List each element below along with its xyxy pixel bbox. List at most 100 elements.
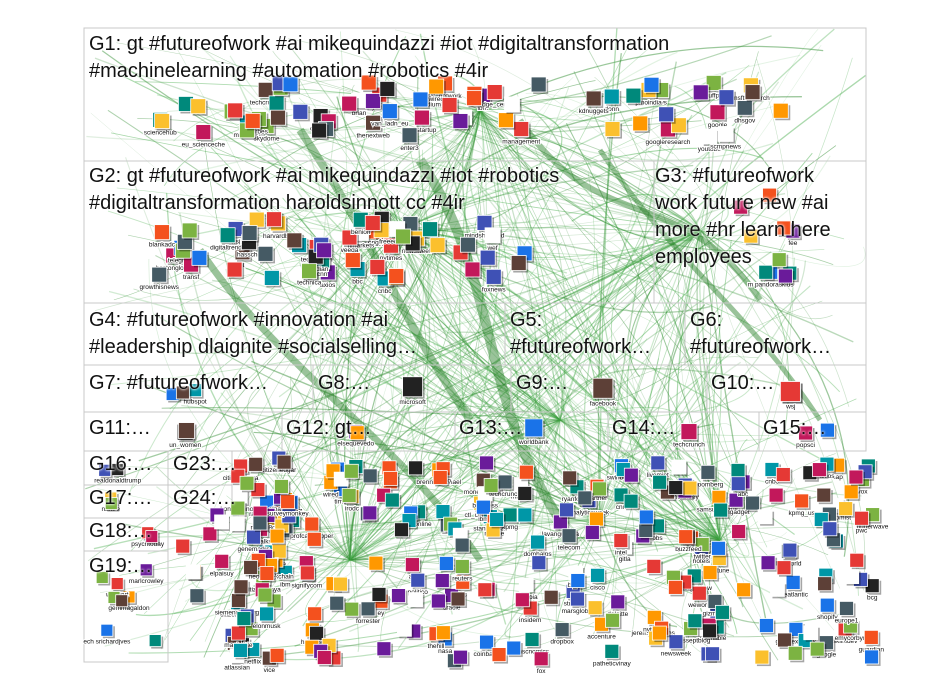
- node-avatar: [823, 522, 837, 536]
- node-label: elpaisuy: [210, 570, 235, 577]
- node: [845, 570, 861, 586]
- node: [442, 98, 459, 115]
- node: [342, 488, 358, 504]
- node-avatar: [307, 532, 321, 546]
- node: [605, 122, 622, 139]
- node-avatar: [312, 123, 327, 138]
- node: [778, 269, 794, 285]
- node-avatar: [498, 113, 513, 128]
- node-avatar: [639, 510, 653, 524]
- node-avatar: [773, 103, 788, 118]
- node: [370, 259, 387, 276]
- node-avatar: [384, 471, 398, 485]
- node-avatar: [732, 525, 746, 539]
- node: [365, 215, 382, 232]
- node-avatar: [515, 593, 529, 607]
- node-avatar: [786, 575, 800, 589]
- node-label: popsci: [796, 442, 815, 449]
- node-label: transf: [183, 274, 199, 281]
- group-label-g13: G13:…: [459, 415, 522, 442]
- node-avatar: [396, 229, 411, 244]
- node-avatar: [344, 464, 358, 478]
- node-avatar: [703, 566, 717, 580]
- node-avatar: [293, 104, 308, 119]
- node-avatar: [370, 259, 385, 274]
- node-avatar: [260, 566, 274, 580]
- node-label: un_women: [169, 442, 201, 449]
- node-avatar: [795, 494, 809, 508]
- node-label: forrester: [356, 618, 381, 625]
- node: [242, 226, 259, 243]
- node-avatar: [476, 500, 490, 514]
- node: [277, 455, 293, 471]
- node-avatar: [305, 517, 319, 531]
- node: [453, 114, 470, 131]
- node: [652, 626, 668, 642]
- group-label-g17: G17:…: [89, 485, 152, 512]
- node-avatar: [525, 632, 539, 646]
- node: [672, 460, 688, 476]
- node: [345, 253, 362, 270]
- node-avatar: [519, 578, 533, 592]
- node-avatar: [776, 468, 790, 482]
- node: [478, 583, 494, 599]
- node: [436, 626, 452, 642]
- node-avatar: [737, 583, 751, 597]
- node-label: bbc: [352, 279, 363, 286]
- node: [413, 92, 430, 109]
- node-avatar: [679, 530, 693, 544]
- node: [624, 494, 640, 510]
- node-avatar: [431, 594, 445, 608]
- node-label: microsoft: [399, 399, 426, 406]
- node: pwc: [855, 511, 871, 534]
- node-avatar: [342, 96, 357, 111]
- node: [844, 485, 860, 501]
- node: [264, 270, 281, 287]
- group-label-g14: G14:…: [612, 415, 675, 442]
- node: [560, 503, 576, 519]
- node-avatar: [849, 470, 863, 484]
- node-avatar: [363, 506, 377, 520]
- node: [715, 605, 731, 621]
- node-label: europe1: [835, 617, 859, 624]
- node-label: telecom: [558, 545, 581, 552]
- node: [253, 516, 269, 532]
- node-avatar: [703, 624, 717, 638]
- node-label: elonmusk: [253, 623, 282, 630]
- node-avatar: [770, 582, 784, 596]
- node: [287, 233, 304, 250]
- node-avatar: [731, 477, 745, 491]
- node-label: kpmg_us: [788, 510, 815, 517]
- node-avatar: [586, 91, 601, 106]
- node: [480, 250, 497, 267]
- node-avatar: [460, 237, 475, 252]
- node-avatar: [179, 423, 195, 439]
- node: [240, 476, 256, 492]
- node-label: pwc: [856, 527, 868, 534]
- node-avatar: [230, 517, 244, 531]
- node-avatar: [865, 650, 879, 664]
- node-avatar: [242, 226, 257, 241]
- node-avatar: [492, 648, 506, 662]
- node-label: wework: [687, 602, 711, 609]
- node-avatar: [844, 485, 858, 499]
- node-avatar: [101, 624, 113, 636]
- node-label: newsweek: [661, 651, 692, 658]
- group-label-g8: G8:…: [318, 370, 370, 397]
- node: [385, 493, 401, 509]
- node-label: blankadc: [149, 242, 176, 249]
- group-label-g16: G16:…: [89, 451, 152, 478]
- node: [270, 648, 286, 664]
- node-label: skydome: [254, 136, 280, 143]
- node-label: van_ladn_eu: [371, 121, 409, 128]
- node-label: ech srichardjves: [83, 638, 131, 645]
- node: [258, 588, 274, 604]
- node-avatar: [818, 577, 832, 591]
- node-label: twitter: [694, 554, 712, 561]
- node: reuters: [452, 560, 473, 583]
- node-label: signifycom: [291, 583, 322, 590]
- node-avatar: [669, 481, 683, 495]
- node: [435, 574, 451, 590]
- node-avatar: [810, 642, 824, 656]
- node: dropbox: [550, 623, 574, 646]
